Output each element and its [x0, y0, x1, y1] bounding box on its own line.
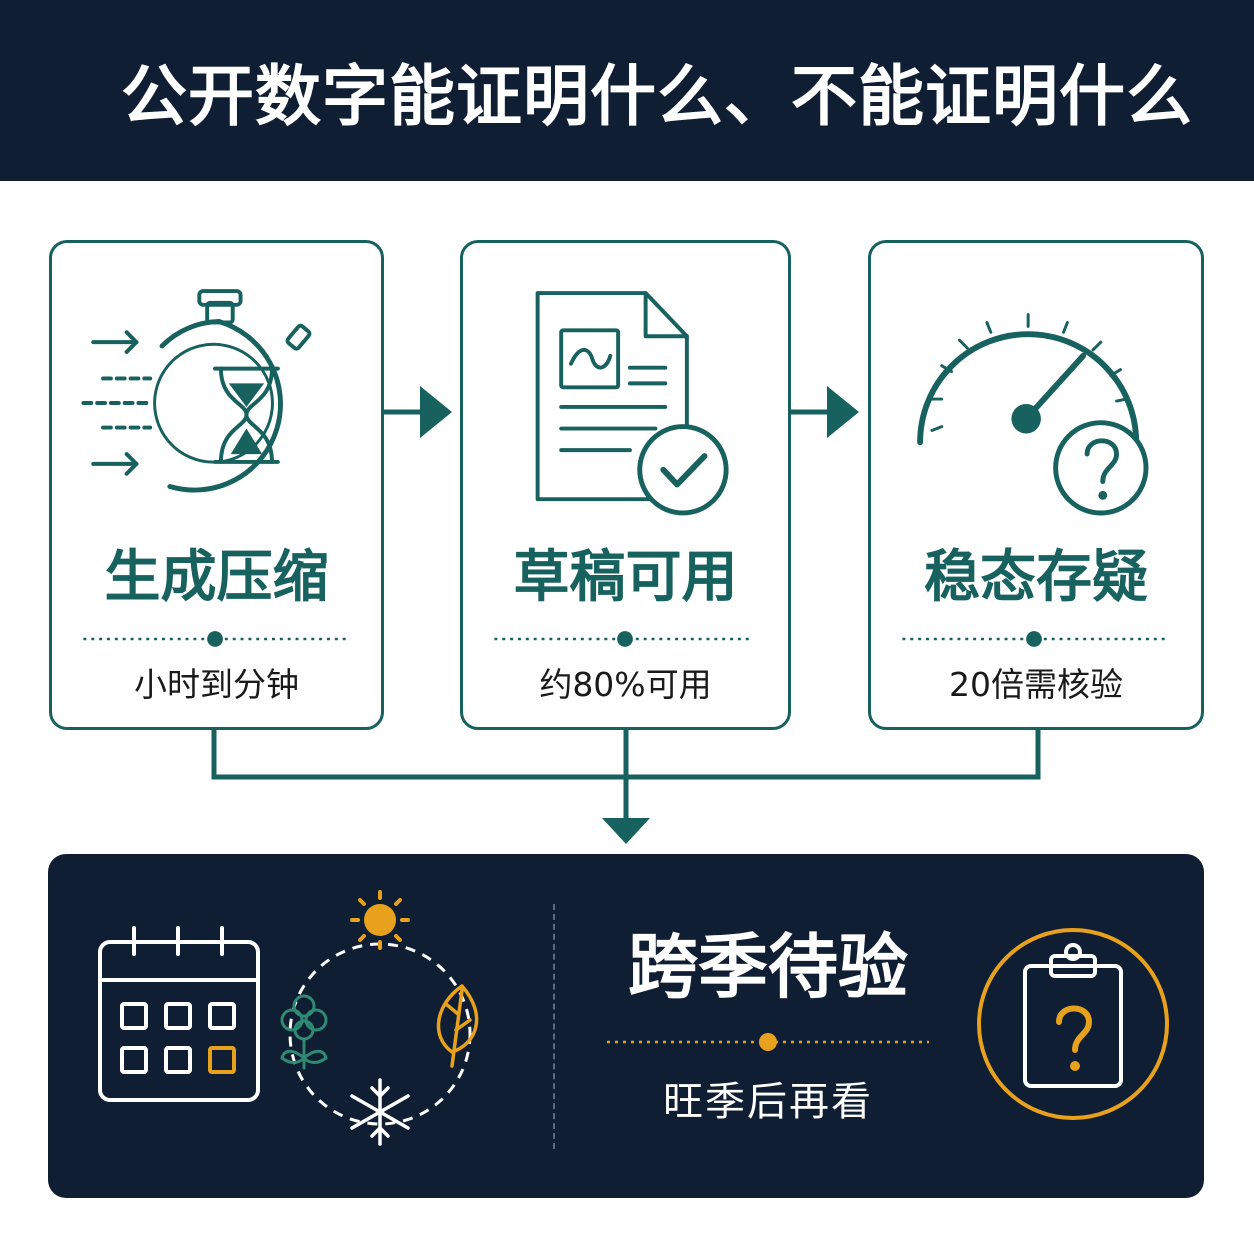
card-generation-compression: 生成压缩 小时到分钟 — [49, 240, 384, 730]
snowflake-icon — [350, 1078, 410, 1146]
dotted-separator — [494, 631, 754, 647]
header-banner: 公开数字能证明什么、不能证明什么 — [0, 0, 1254, 181]
arrow-right-icon — [827, 386, 859, 438]
vertical-divider — [553, 904, 555, 1149]
stopwatch-hourglass-icon — [81, 289, 312, 493]
card-subtitle: 小时到分钟 — [134, 665, 299, 704]
card-title: 草稿可用 — [513, 545, 738, 610]
card-subtitle: 20倍需核验 — [949, 665, 1123, 704]
seasons-cycle-icon — [280, 890, 479, 1146]
document-check-icon — [535, 291, 729, 516]
card-title: 生成压缩 — [104, 545, 329, 610]
gauge-question-icon — [917, 313, 1149, 516]
panel-title: 跨季待验 — [628, 926, 908, 1008]
flower-icon — [280, 994, 328, 1070]
calendar-icon — [98, 926, 260, 1102]
page-title: 公开数字能证明什么、不能证明什么 — [121, 57, 1193, 135]
arrow-down-icon — [602, 818, 650, 844]
sun-icon — [350, 890, 410, 950]
dotted-separator — [83, 631, 347, 647]
card-draft-usable: 草稿可用 约80%可用 — [460, 240, 791, 730]
clipboard-question-icon — [977, 928, 1169, 1120]
card-subtitle: 约80%可用 — [539, 665, 712, 704]
cross-season-panel: 跨季待验 旺季后再看 — [48, 854, 1204, 1198]
card-steady-state-doubtful: 稳态存疑 20倍需核验 — [868, 240, 1204, 730]
card-title: 稳态存疑 — [924, 545, 1148, 610]
calendar-seasons-icons — [98, 890, 479, 1146]
leaf-icon — [436, 984, 479, 1068]
dotted-separator — [902, 631, 1166, 647]
dotted-separator — [607, 1033, 929, 1051]
arrow-right-icon — [420, 386, 452, 438]
panel-subtitle: 旺季后再看 — [663, 1079, 873, 1125]
